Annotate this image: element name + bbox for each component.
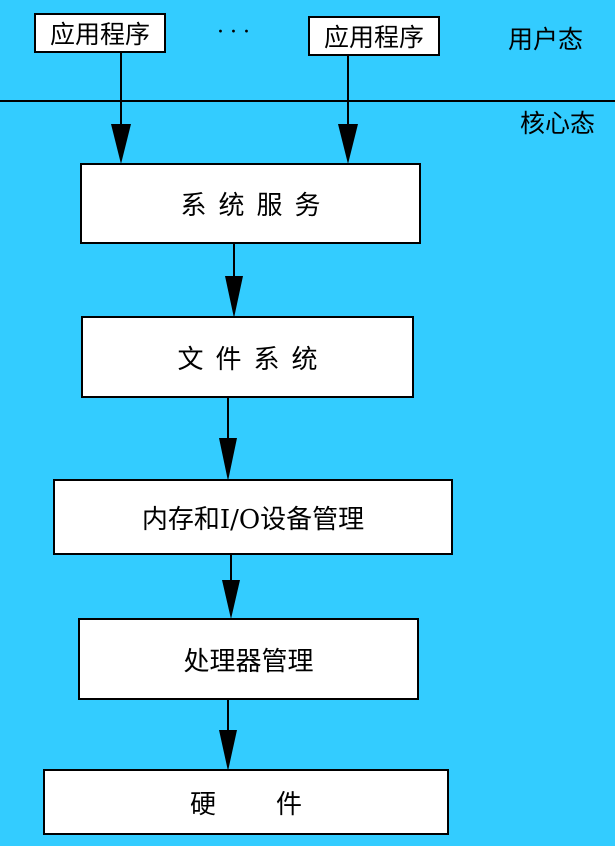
user-mode-label: 用户态 — [508, 25, 584, 54]
ellipsis: ··· — [217, 20, 256, 45]
arrowhead-app1 — [111, 124, 131, 164]
layer-system-services: 系统服务 — [80, 163, 421, 244]
layer-processor-management: 处理器管理 — [78, 618, 419, 700]
layer-file-system: 文件系统 — [81, 316, 414, 398]
layer-hardware: 硬件 — [43, 769, 449, 835]
application-box-2: 应用程序 — [308, 16, 440, 56]
arrowhead-memory-io — [219, 438, 237, 481]
arrowhead-processor — [222, 580, 240, 619]
application-box-1: 应用程序 — [34, 13, 166, 53]
arrowhead-app2 — [338, 124, 358, 164]
arrowhead-file-system — [225, 276, 243, 318]
kernel-mode-label: 核心态 — [520, 109, 596, 138]
layer-memory-io-management: 内存和I/O设备管理 — [53, 479, 453, 555]
arrowhead-hardware — [219, 730, 237, 771]
